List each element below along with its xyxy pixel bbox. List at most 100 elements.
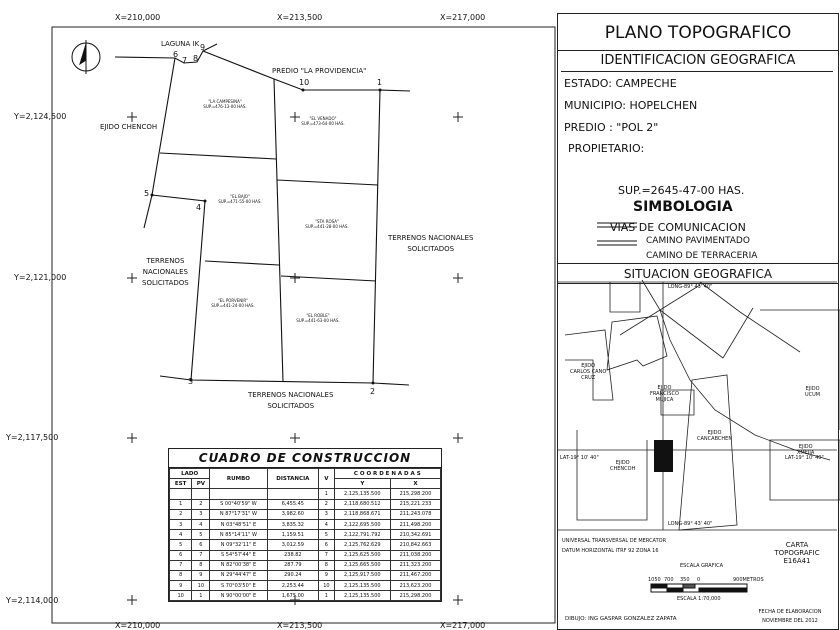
grid-y-label: Y=2,121,000 [14,273,67,282]
cell-v: 4 [318,518,335,531]
cell-v: 7 [318,549,335,561]
escala-label: ESCALA 1:70,000 [677,596,721,602]
col-lado: LADO [168,467,211,480]
cell-distancia: 1,675.00 [266,590,320,602]
cell-est [168,488,193,500]
cell-est: 7 [168,559,193,571]
laguna-label: LAGUNA IK [161,40,200,48]
col-y: Y [333,478,392,490]
cell-est: 5 [168,539,193,551]
parcel-label: "LA CAMPESINA"SUP.=476-13-00 HAS. [203,99,247,109]
parcel-label: "STA ROSA"SUP.=441-28-00 HAS. [305,219,349,229]
cell-pv: 7 [191,549,211,561]
cell-distancia: 287.79 [266,559,320,571]
cell-coord-y: 2,118,680.512 [333,498,392,510]
long-label: LONG-89° 43' 40" [668,284,713,290]
col-pv: PV [191,478,211,490]
datum-label: DATUM HORIZONTAL ITRF 92 ZONA 16 [562,548,659,554]
col-distancia: DISTANCIA [266,467,320,490]
grid-y-label: Y=2,124,500 [14,112,67,121]
cell-v: 2 [318,498,335,510]
cell-coord-x: 210,842.663 [390,539,441,551]
predio: PREDIO : "POL 2" [564,121,659,134]
cell-coord-x: 210,342.691 [390,529,441,541]
cell-coord-x: 211,323.200 [390,559,441,571]
scale-tick: 0 [697,577,701,583]
cell-distancia: 2,253.44 [266,580,320,592]
vertex-label: 5 [144,189,150,198]
cell-coord-y: 2,125,762.629 [333,539,392,551]
dibujo-label: DIBUJO: ING GASPAR GONZALEZ ZAPATA [565,616,677,622]
cell-v: 1 [318,590,335,602]
scale-tick: 700 [664,577,674,583]
vertex-label: 3 [188,377,194,386]
col-est: EST [168,478,193,490]
cell-coord-y: 2,122,791.792 [333,529,392,541]
cell-coord-x: 215,298.200 [390,590,441,602]
cell-pv [191,488,211,500]
cell-coord-x: 211,243.078 [390,508,441,520]
cell-v: 9 [318,569,335,582]
cell-pv: 6 [191,539,211,551]
identification-section: IDENTIFICACION GEOGRAFICA ESTADO: CAMPEC… [558,51,838,264]
cell-coord-y: 2,125,135.500 [333,488,392,500]
col-coordenadas: C O O R D E N A D A S [333,467,442,480]
col-rumbo: RUMBO [209,467,268,490]
cell-coord-y: 2,125,625.500 [333,549,392,561]
cell-pv: 4 [191,518,211,531]
parcel-label: "EL PORVENIR"SUP.=441-24-00 HAS. [211,298,255,308]
col-x: X [390,478,441,490]
scale-bar [650,583,748,593]
lat-label: LAT-19° 10' 40" [560,455,599,461]
cell-rumbo: N 87°17'31" W [209,508,268,520]
cell-distancia [266,488,320,500]
cell-rumbo: S 54°57'44" E [209,549,268,561]
cell-distancia: 3,835.32 [266,518,320,531]
projection-label: UNIVERSAL TRANSVERSAL DE MERCATOR [562,538,667,544]
cell-v: 3 [318,508,335,520]
location-map [557,279,840,531]
grid-x-label: X=210,000 [115,13,161,22]
vertex-label: 10 [299,78,310,87]
predio-label: PREDIO "LA PROVIDENCIA" [272,67,367,75]
construction-table-title: CUADRO DE CONSTRUCCION [169,449,441,468]
grid-x-label: X=217,000 [440,13,486,22]
cell-coord-x: 211,038.200 [390,549,441,561]
cell-est: 4 [168,529,193,541]
legend-terraceria: CAMINO DE TERRACERIA [646,251,758,261]
cell-est: 6 [168,549,193,561]
cell-coord-x: 215,298.200 [390,488,441,500]
grid-x-label: X=213,500 [277,13,323,22]
north-arrow-icon [71,40,101,74]
title-block: PLANO TOPOGRAFICO IDENTIFICACION GEOGRAF… [557,13,839,630]
vertex-label: 9 [200,43,206,52]
estado: ESTADO: CAMPECHE [564,77,677,90]
cell-rumbo: N 85°14'11" W [209,529,268,541]
cell-coord-y: 2,125,135.500 [333,590,392,602]
lat-label: LAT-19° 10' 40" [785,455,824,461]
long-label: LONG-89° 43' 40" [668,521,713,527]
plan-title: PLANO TOPOGRAFICO [558,14,838,51]
cell-rumbo: N 03°48'51" E [209,518,268,531]
cell-distancia: 6,455.45 [266,498,320,510]
cell-pv: 9 [191,569,211,582]
cell-rumbo: N 82°00'38" E [209,559,268,571]
col-v: V [318,467,335,490]
cell-est: 9 [168,580,193,592]
cell-distancia: 3,982.60 [266,508,320,520]
cell-rumbo: N 90°00'00" E [209,590,268,602]
polygon-boundary [114,43,411,386]
parcel-label: "EL ROBLE"SUP.=441-63-00 HAS. [296,313,340,323]
simbologia-heading: SIMBOLOGIA [633,199,733,215]
cell-pv: 10 [191,580,211,592]
